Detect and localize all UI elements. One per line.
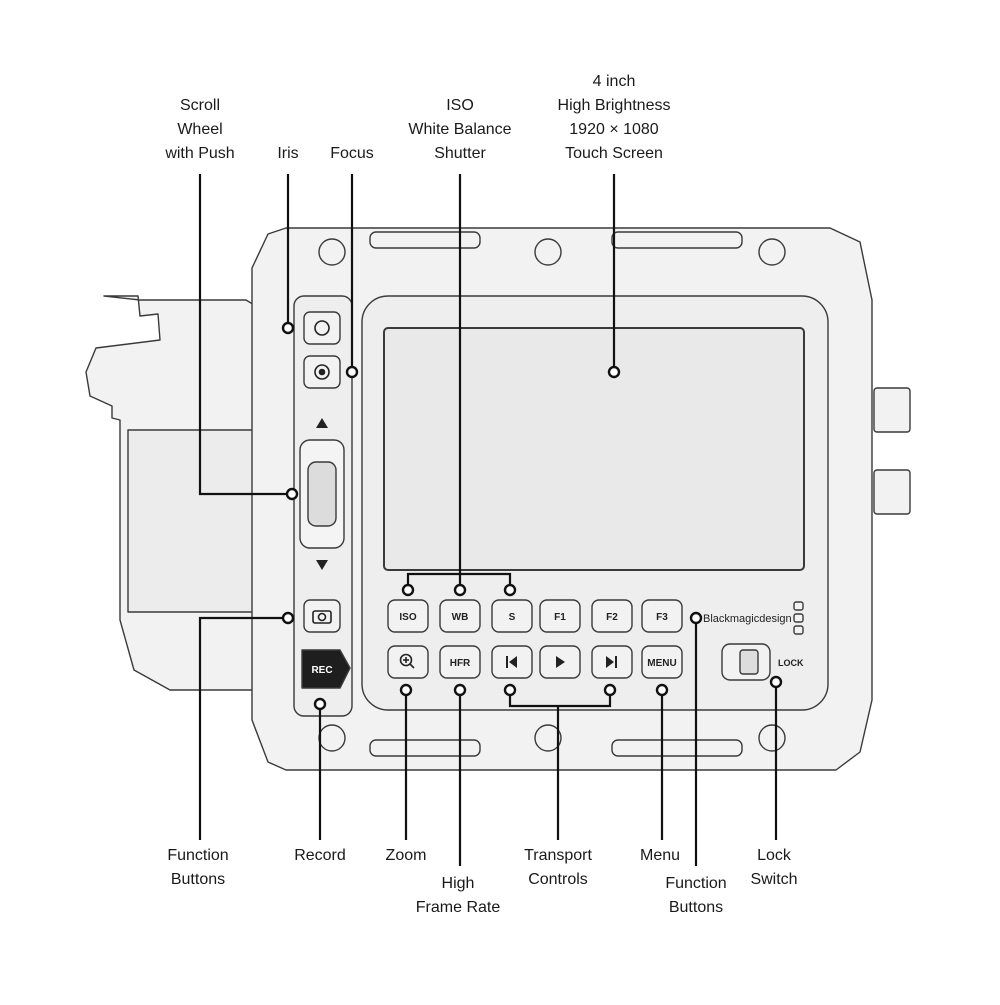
camera-icon bbox=[312, 610, 332, 624]
leader-scroll-wheel bbox=[198, 174, 292, 496]
indicator-1 bbox=[793, 601, 804, 611]
magnifier-plus-icon bbox=[399, 653, 413, 667]
play-icon bbox=[556, 656, 565, 668]
f3-button[interactable] bbox=[641, 599, 683, 633]
f3-button-label: F3 bbox=[656, 612, 668, 623]
scroll-wheel[interactable] bbox=[307, 461, 337, 527]
indicator-3 bbox=[793, 625, 804, 635]
touch-screen[interactable] bbox=[383, 327, 805, 571]
hfr-button-label: HFR bbox=[450, 658, 471, 669]
iris-button[interactable] bbox=[303, 311, 341, 345]
screw-bottom-center bbox=[534, 724, 562, 752]
f1-button[interactable] bbox=[539, 599, 581, 633]
bottom-vent-left bbox=[369, 739, 481, 757]
hfr-button[interactable] bbox=[439, 645, 481, 679]
label-iris: Iris bbox=[277, 145, 299, 162]
triangle-up-icon bbox=[316, 418, 328, 428]
right-bracket-top bbox=[873, 387, 911, 433]
brand-logo-text: Blackmagicdesign bbox=[703, 613, 792, 625]
label-focus: Focus bbox=[330, 145, 374, 162]
shutter-button[interactable] bbox=[491, 599, 533, 633]
screw-bottom-right bbox=[758, 724, 786, 752]
skip-back-icon bbox=[506, 656, 508, 668]
iso-button[interactable] bbox=[387, 599, 429, 633]
record-button[interactable] bbox=[301, 649, 351, 689]
function-button-camera[interactable] bbox=[303, 599, 341, 633]
iso-button-label: ISO bbox=[399, 612, 416, 623]
screw-bottom-left bbox=[318, 724, 346, 752]
wb-button[interactable] bbox=[439, 599, 481, 633]
shutter-button-label: S bbox=[509, 612, 516, 623]
leader-iso-wb-shutter-bracket bbox=[406, 572, 512, 590]
lens-mount-ring bbox=[127, 429, 263, 613]
menu-button[interactable] bbox=[641, 645, 683, 679]
screw-top-right bbox=[758, 238, 786, 266]
focus-icon bbox=[314, 364, 330, 380]
screw-top-left bbox=[318, 238, 346, 266]
label-record: Record bbox=[294, 847, 346, 864]
record-button-label: REC bbox=[311, 665, 332, 676]
lock-switch-slider[interactable] bbox=[739, 649, 759, 675]
top-vent-left bbox=[369, 231, 481, 249]
f2-button-label: F2 bbox=[606, 612, 618, 623]
bottom-vent-right bbox=[611, 739, 743, 757]
f1-button-label: F1 bbox=[554, 612, 566, 623]
leader-function-buttons-left bbox=[198, 616, 288, 840]
label-zoom: Zoom bbox=[385, 847, 427, 864]
indicator-2 bbox=[793, 613, 804, 623]
triangle-down-icon bbox=[316, 560, 328, 570]
wb-button-label: WB bbox=[452, 612, 469, 623]
lock-switch-label: LOCK bbox=[778, 658, 804, 668]
zoom-button[interactable] bbox=[387, 645, 429, 679]
aperture-icon bbox=[314, 320, 330, 336]
f2-button[interactable] bbox=[591, 599, 633, 633]
top-vent-right bbox=[611, 231, 743, 249]
menu-button-label: MENU bbox=[647, 658, 676, 669]
right-bracket-bottom bbox=[873, 469, 911, 515]
skip-forward-icon bbox=[606, 656, 614, 668]
label-menu: Menu bbox=[639, 847, 681, 864]
leader-transport-bracket bbox=[508, 690, 612, 708]
screw-top-center bbox=[534, 238, 562, 266]
